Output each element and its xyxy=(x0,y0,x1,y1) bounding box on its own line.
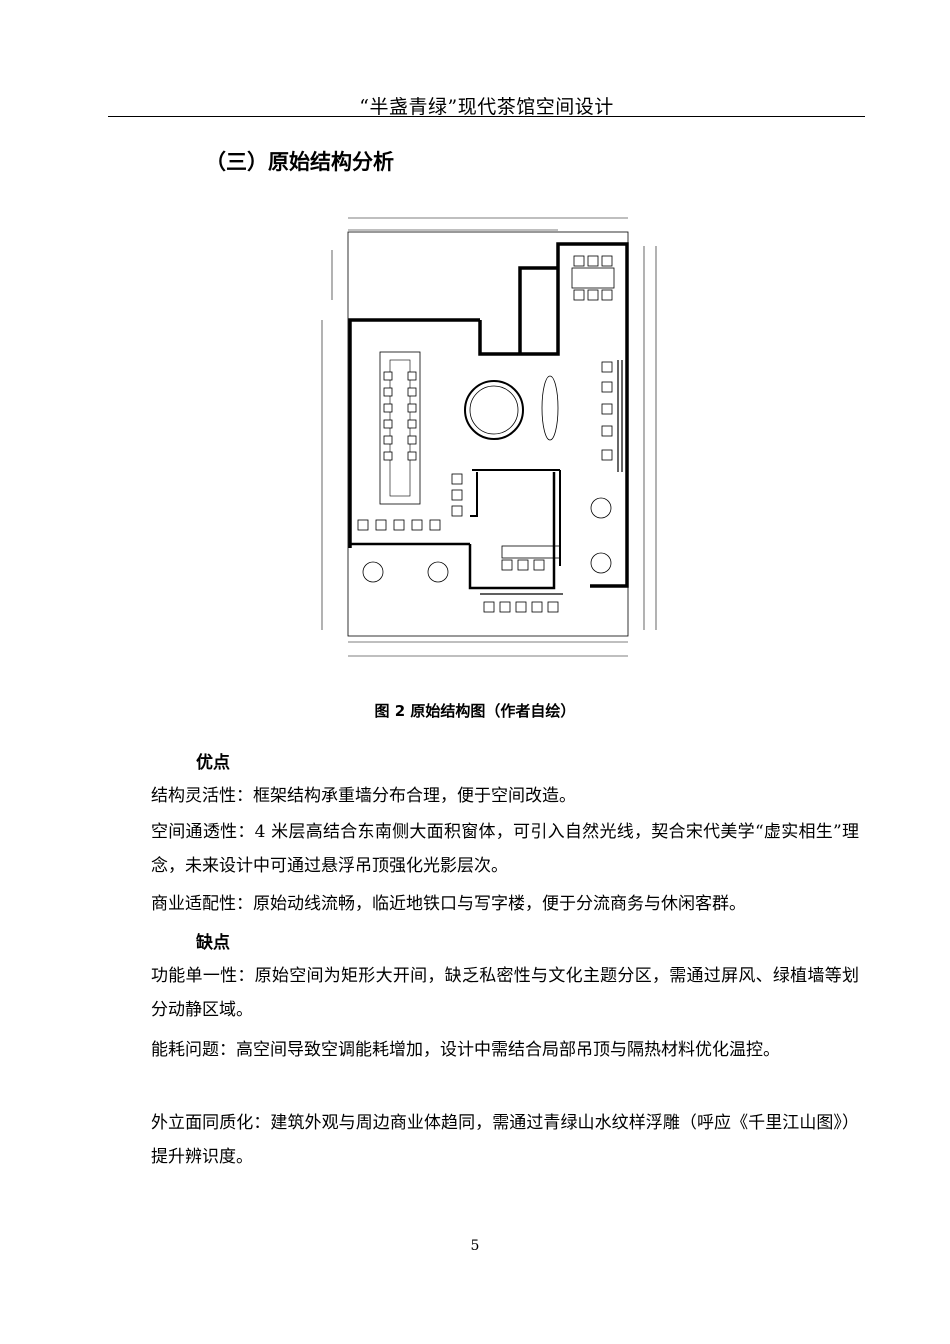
round-table xyxy=(427,561,449,583)
disadvantage-text: 能耗问题：高空间导致空调能耗增加，设计中需结合局部吊顶与隔热材料优化温控。 xyxy=(151,1040,780,1060)
chair xyxy=(601,403,613,415)
chair xyxy=(429,519,441,531)
chair xyxy=(601,255,613,267)
chair xyxy=(499,601,511,613)
advantage-item: 结构灵活性：框架结构承重墙分布合理，便于空间改造。 xyxy=(113,779,859,813)
chair xyxy=(357,519,369,531)
header-rule xyxy=(108,116,865,117)
floor-plan-figure xyxy=(318,210,668,672)
chair xyxy=(375,519,387,531)
chair xyxy=(501,559,513,571)
chair xyxy=(383,435,393,445)
chair xyxy=(383,403,393,413)
wall xyxy=(518,266,558,354)
chair xyxy=(601,289,613,301)
advantage-text: 结构灵活性：框架结构承重墙分布合理，便于空间改造。 xyxy=(151,786,576,806)
round-feature xyxy=(464,380,524,440)
chair xyxy=(533,559,545,571)
chair xyxy=(383,387,393,397)
chair xyxy=(407,451,417,461)
wall xyxy=(348,318,480,548)
chair xyxy=(407,387,417,397)
chair xyxy=(601,449,613,461)
running-header: “半盏青绿”现代茶馆空间设计 xyxy=(359,96,614,118)
advantage-text: 空间通透性：4 米层高结合东南侧大面积窗体，可引入自然光线，契合宋代美学“虚实相… xyxy=(151,822,859,876)
disadvantage-text: 功能单一性：原始空间为矩形大开间，缺乏私密性与文化主题分区，需通过屏风、绿植墙等… xyxy=(151,966,859,1020)
chair xyxy=(407,419,417,429)
advantages-heading: 优点 xyxy=(196,753,230,773)
page-number: 5 xyxy=(470,1238,480,1254)
oval-feature xyxy=(541,375,559,441)
round-table xyxy=(362,561,384,583)
chair xyxy=(383,419,393,429)
chair xyxy=(531,601,543,613)
chair xyxy=(515,601,527,613)
center-room xyxy=(501,545,561,559)
long-table xyxy=(379,351,421,505)
disadvantages-heading: 缺点 xyxy=(196,933,230,953)
section-title: （三）原始结构分析 xyxy=(205,150,394,174)
wall xyxy=(478,242,629,588)
round-table xyxy=(590,552,612,574)
disadvantage-text: 外立面同质化：建筑外观与周边商业体趋同，需通过青绿山水纹样浮雕（呼应《千里江山图… xyxy=(151,1113,859,1167)
private-table xyxy=(571,267,615,289)
chair xyxy=(407,371,417,381)
round-feature-inner xyxy=(469,385,519,435)
chair xyxy=(451,505,463,517)
chair xyxy=(393,519,405,531)
chair xyxy=(383,451,393,461)
disadvantage-item: 能耗问题：高空间导致空调能耗增加，设计中需结合局部吊顶与隔热材料优化温控。 xyxy=(113,1033,859,1067)
chair xyxy=(451,489,463,501)
chair xyxy=(601,425,613,437)
round-table xyxy=(590,497,612,519)
chair xyxy=(451,473,463,485)
wall xyxy=(470,472,478,517)
long-table-inner xyxy=(389,359,411,497)
chair xyxy=(407,435,417,445)
figure-caption: 图 2 原始结构图（作者自绘） xyxy=(374,702,576,720)
chair xyxy=(383,371,393,381)
chair xyxy=(517,559,529,571)
chair xyxy=(601,381,613,393)
floor-plan-drawing xyxy=(321,217,657,657)
chair xyxy=(573,289,585,301)
chair xyxy=(411,519,423,531)
disadvantage-item: 外立面同质化：建筑外观与周边商业体趋同，需通过青绿山水纹样浮雕（呼应《千里江山图… xyxy=(113,1106,859,1174)
chair xyxy=(547,601,559,613)
chair xyxy=(407,403,417,413)
chair xyxy=(483,601,495,613)
advantage-text: 商业适配性：原始动线流畅，临近地铁口与写字楼，便于分流商务与休闲客群。 xyxy=(151,894,746,914)
chair xyxy=(587,255,599,267)
disadvantage-item: 功能单一性：原始空间为矩形大开间，缺乏私密性与文化主题分区，需通过屏风、绿植墙等… xyxy=(113,959,859,1027)
chair xyxy=(587,289,599,301)
advantage-item: 空间通透性：4 米层高结合东南侧大面积窗体，可引入自然光线，契合宋代美学“虚实相… xyxy=(113,815,859,883)
chair xyxy=(601,361,613,373)
wall xyxy=(468,472,556,590)
advantage-item: 商业适配性：原始动线流畅，临近地铁口与写字楼，便于分流商务与休闲客群。 xyxy=(113,887,859,921)
chair xyxy=(573,255,585,267)
